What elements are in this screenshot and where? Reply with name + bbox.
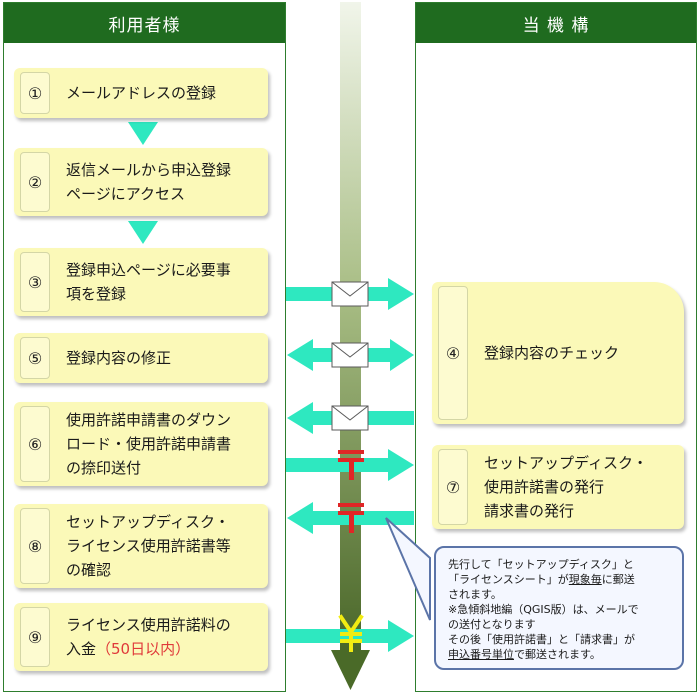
step-text: セットアップディスク・ 使用許諾書の発行 請求書の発行: [484, 454, 648, 520]
user-column-header: 利用者様: [4, 3, 285, 43]
note-line: 申込番号単位で郵送されます。: [448, 648, 601, 661]
step-number: ⑥: [20, 406, 50, 482]
step-2-card: ② 返信メールから申込登録 ページにアクセス: [14, 148, 268, 216]
postal-mark-icon: [338, 503, 364, 533]
note-line: されます。: [448, 588, 502, 601]
step-number: ④: [438, 286, 468, 420]
step-text: 登録申込ページに必要事 項を登録: [66, 261, 231, 303]
step-text: 登録内容の修正: [66, 349, 172, 367]
step-5-card: ⑤ 登録内容の修正: [14, 333, 268, 383]
postal-mark-icon: [338, 450, 364, 480]
step-text: 登録内容のチェック: [484, 344, 620, 362]
agency-column-header: 当 機 構: [416, 3, 696, 43]
timeline-arrowhead: [331, 650, 370, 690]
step-text: セットアップディスク・ ライセンス使用許諾書等 の確認: [66, 513, 231, 579]
step-3-card: ③ 登録申込ページに必要事 項を登録: [14, 248, 268, 316]
step-number: ⑨: [20, 607, 50, 667]
note-line: の送付となります: [448, 618, 536, 631]
timeline-bar: [340, 2, 361, 652]
step-text-main: ライセンス使用許諾料の 入金: [66, 616, 231, 658]
mail-icon: [331, 405, 369, 431]
mail-icon: [331, 342, 369, 368]
connector-arrow-1-2: [128, 122, 158, 145]
note-line: その後「使用許諾書」と「請求書」が: [448, 633, 635, 646]
step-text: 使用許諾申請書のダウン ロード・使用許諾申請書 の捺印送付: [66, 411, 232, 477]
step-1-card: ① メールアドレスの登録: [14, 68, 268, 118]
step-text: ライセンス使用許諾料の 入金（50日以内）: [66, 603, 262, 671]
step-9-card: ⑨ ライセンス使用許諾料の 入金（50日以内）: [14, 603, 268, 671]
note-line: 先行して「セットアップディスク」と: [448, 558, 634, 571]
callout-pointer: [385, 517, 431, 621]
note-underline: 現象毎: [568, 573, 602, 586]
note-line: 「ライセンスシート」が現象毎に郵送: [448, 573, 635, 586]
step-number: ①: [20, 72, 50, 114]
step-number: ⑧: [20, 508, 50, 584]
step-number: ⑦: [438, 449, 468, 525]
step-number: ⑤: [20, 337, 50, 379]
mail-icon: [331, 281, 369, 307]
note-line: ※急傾斜地編（QGIS版）は、メールで: [448, 603, 639, 616]
shipping-note-callout: 先行して「セットアップディスク」と 「ライセンスシート」が現象毎に郵送 されます…: [434, 546, 684, 670]
step-8-card: ⑧ セットアップディスク・ ライセンス使用許諾書等 の確認: [14, 504, 268, 588]
step-deadline-note: （50日以内）: [96, 640, 191, 658]
step-number: ②: [20, 152, 50, 212]
note-underline: 申込番号単位: [448, 648, 514, 661]
step-text: メールアドレスの登録: [66, 84, 217, 102]
step-6-card: ⑥ 使用許諾申請書のダウン ロード・使用許諾申請書 の捺印送付: [14, 402, 268, 486]
step-4-card: ④ 登録内容のチェック: [432, 282, 684, 424]
step-7-card: ⑦ セットアップディスク・ 使用許諾書の発行 請求書の発行: [432, 445, 684, 529]
step-text: 返信メールから申込登録 ページにアクセス: [66, 161, 232, 203]
step-number: ③: [20, 252, 50, 312]
yen-icon: [338, 614, 364, 652]
connector-arrow-2-3: [128, 221, 158, 244]
